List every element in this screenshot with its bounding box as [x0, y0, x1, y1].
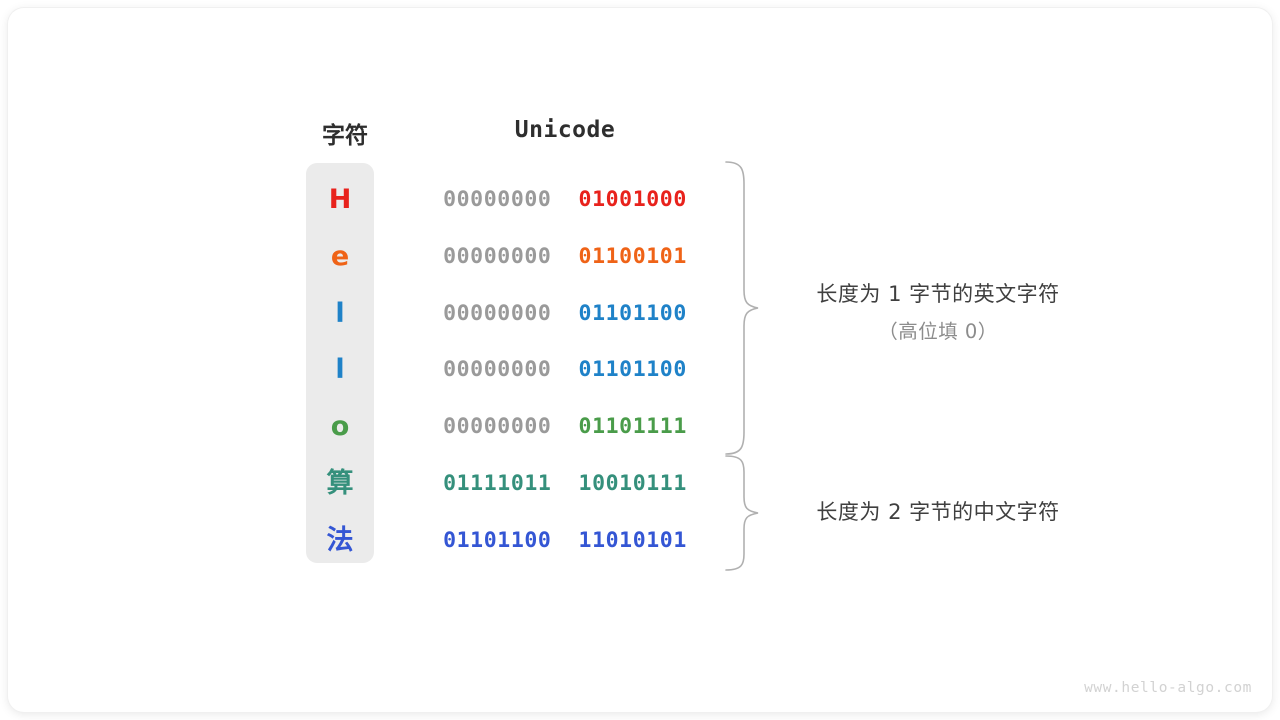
byte-separator	[551, 357, 578, 382]
character-cell: e	[330, 240, 350, 272]
annotation-two-byte-main: 长度为 2 字节的中文字符	[816, 500, 1060, 524]
low-byte: 01001000	[578, 187, 687, 212]
brace-two-byte	[725, 455, 759, 571]
byte-separator	[551, 414, 578, 439]
low-byte: 01101100	[578, 300, 687, 326]
byte-separator	[551, 244, 578, 269]
annotation-one-byte-sub: （高位填 0）	[878, 320, 998, 343]
brace-one-byte	[725, 161, 759, 455]
high-byte: 01111011	[443, 471, 552, 496]
low-byte: 01101100	[578, 357, 687, 383]
character-column-background	[306, 163, 374, 563]
character-cell: o	[330, 411, 350, 443]
column-header-character: 字符	[322, 123, 368, 149]
high-byte: 01101100	[443, 527, 552, 553]
unicode-encoding-diagram: 字符 Unicode H 00000000 01001000 e 00000000 0…	[8, 8, 1272, 712]
low-byte: 11010101	[578, 527, 687, 553]
high-byte: 00000000	[443, 243, 552, 269]
character-cell: 法	[326, 524, 354, 556]
low-byte: 01101111	[578, 414, 687, 440]
binary-row: 00000000 01001000	[425, 171, 705, 228]
high-byte: 00000000	[443, 300, 552, 326]
character-cell: H	[328, 184, 352, 215]
character-cell: l	[335, 297, 345, 329]
binary-row: 00000000 01100101	[425, 228, 705, 285]
character-cell: l	[335, 354, 345, 386]
binary-row: 00000000 01101100	[425, 341, 705, 398]
low-byte: 10010111	[578, 471, 687, 496]
annotation-one-byte-main: 长度为 1 字节的英文字符	[816, 282, 1060, 306]
binary-row: 01101100 11010101	[425, 512, 705, 569]
binary-row: 01111011 10010111	[425, 455, 705, 512]
figure-card: 字符 Unicode H 00000000 01001000 e 00000000 0…	[8, 8, 1272, 712]
high-byte: 00000000	[443, 414, 552, 440]
byte-separator	[551, 471, 578, 496]
byte-separator	[551, 301, 578, 326]
character-cell: 算	[326, 468, 354, 499]
byte-separator	[551, 187, 578, 212]
binary-row: 00000000 01101100	[425, 285, 705, 342]
column-header-unicode: Unicode	[514, 117, 616, 143]
binary-row: 00000000 01101111	[425, 398, 705, 455]
high-byte: 00000000	[443, 357, 552, 383]
watermark: www.hello-algo.com	[1084, 680, 1252, 696]
low-byte: 01100101	[578, 243, 687, 269]
byte-separator	[551, 528, 578, 553]
high-byte: 00000000	[443, 187, 552, 212]
